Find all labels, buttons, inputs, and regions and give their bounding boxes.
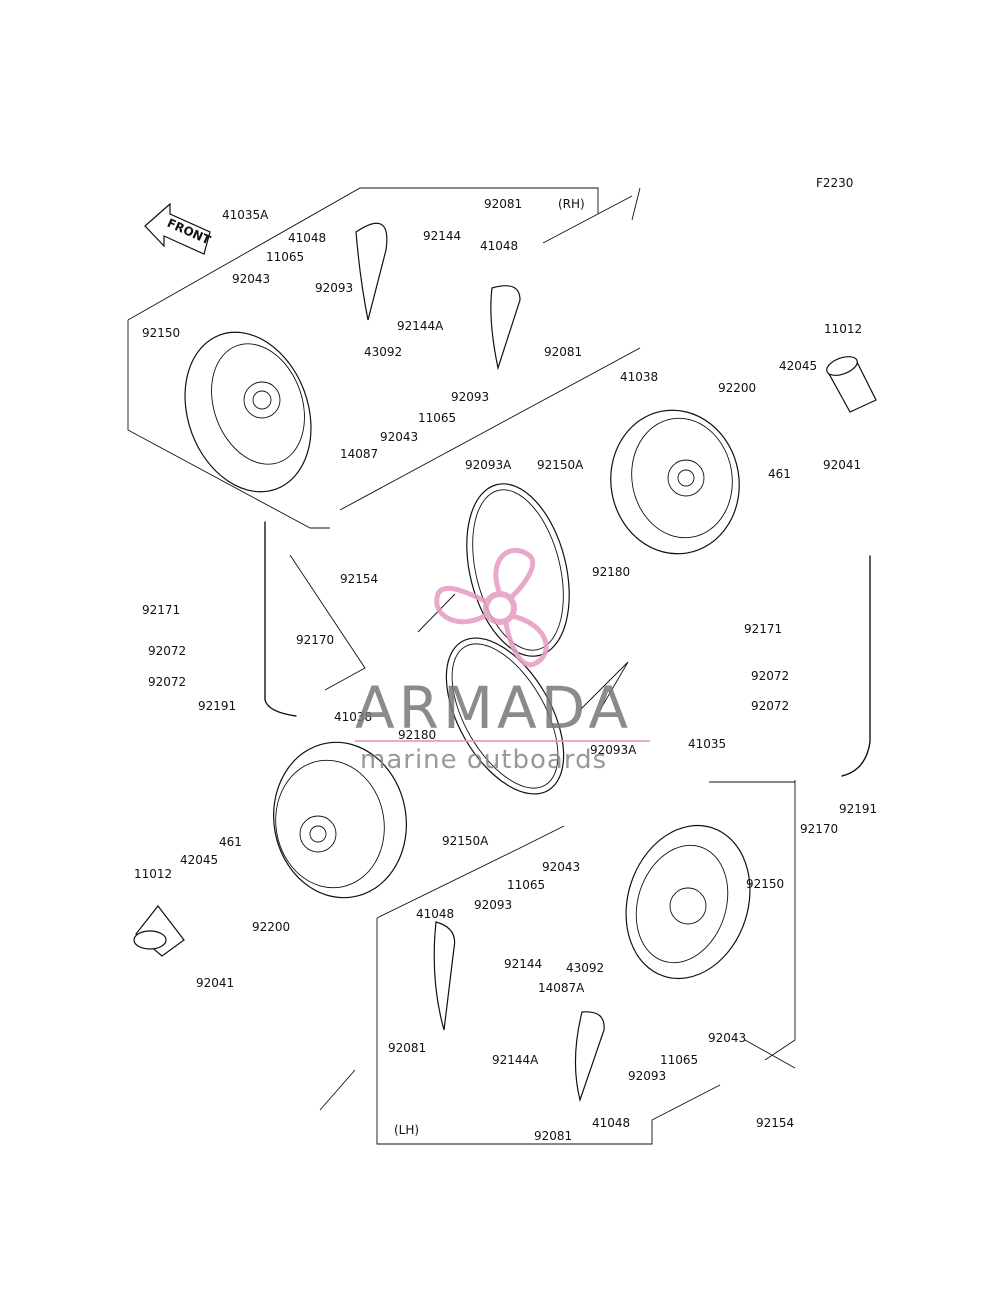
part-label-92081: 92081	[484, 197, 522, 211]
part-label-92150-lh: 92150	[746, 877, 784, 891]
part-label-92072b: 92072	[148, 675, 186, 689]
part-label-92144a: 92144A	[397, 319, 444, 333]
part-label-92093b: 92093	[451, 390, 489, 404]
part-label-461: 461	[768, 467, 791, 481]
lh-seal-ring	[445, 637, 565, 795]
part-label-92093a-lh: 92093A	[590, 743, 637, 757]
part-label-92144-lh: 92144	[504, 957, 542, 971]
part-label-92200-lh: 92200	[252, 920, 290, 934]
part-label-43092: 43092	[364, 345, 402, 359]
part-label-92043b: 92043	[380, 430, 418, 444]
part-label-41048b-lh: 41048	[592, 1116, 630, 1130]
part-label-92191b: 92191	[839, 802, 877, 816]
rh-group-outline	[127, 187, 641, 529]
rh-backing-plate	[184, 331, 312, 493]
part-label-92081b: 92081	[544, 345, 582, 359]
rh-brake-drum	[610, 409, 740, 555]
part-label-92154-lh: 92154	[756, 1116, 794, 1130]
part-label-92200: 92200	[718, 381, 756, 395]
part-label-11012: 11012	[824, 322, 862, 336]
part-label-92093b-lh: 92093	[628, 1069, 666, 1083]
part-label-41048b: 41048	[480, 239, 518, 253]
part-label-92081-lh: 92081	[388, 1041, 426, 1055]
brake-shoes	[355, 222, 605, 1103]
part-label-11065: 11065	[266, 250, 304, 264]
part-label-92150a: 92150A	[537, 458, 584, 472]
part-label-41035: 41035	[688, 737, 726, 751]
propeller-logo-icon	[434, 548, 549, 668]
part-label-92144a-lh: 92144A	[492, 1053, 539, 1067]
part-label-41035a: 41035A	[222, 208, 269, 222]
part-label-14087a: 14087A	[538, 981, 585, 995]
part-label-92072: 92072	[148, 644, 186, 658]
part-label-92154: 92154	[340, 572, 378, 586]
part-label-92043: 92043	[232, 272, 270, 286]
part-label-92150a-lh: 92150A	[442, 834, 489, 848]
rh-hub-cap	[826, 356, 877, 413]
part-label-92043b-lh: 92043	[708, 1031, 746, 1045]
part-label-41048-lh: 41048	[416, 907, 454, 921]
part-label-92171b: 92171	[744, 622, 782, 636]
rh-seal-ring	[466, 483, 570, 657]
part-label-42045-lh: 42045	[180, 853, 218, 867]
part-label-11065b-lh: 11065	[660, 1053, 698, 1067]
lh-part-labels: 92171 92072 92072 92170 92191 41038 9218…	[134, 603, 877, 1143]
side-label-lh: (LH)	[394, 1123, 419, 1137]
lh-hub-cap	[133, 905, 185, 957]
part-label-43092-lh: 43092	[566, 961, 604, 975]
part-label-92144: 92144	[423, 229, 461, 243]
part-label-92093: 92093	[315, 281, 353, 295]
side-label-rh: (RH)	[558, 197, 585, 211]
part-label-92171: 92171	[142, 603, 180, 617]
part-label-14087: 14087	[340, 447, 378, 461]
watermark-brand: ARMADA	[355, 674, 632, 742]
front-arrow-icon: FRONT	[144, 202, 213, 255]
part-label-92043-lh: 92043	[542, 860, 580, 874]
diagram-code: F2230	[816, 176, 853, 190]
lh-group-outline	[376, 780, 796, 1145]
part-label-92180-lh: 92180	[398, 728, 436, 742]
part-label-92150: 92150	[142, 326, 180, 340]
watermark-tagline: marine outboards	[360, 745, 607, 775]
brake-hoses	[264, 521, 871, 777]
part-label-92093-lh: 92093	[474, 898, 512, 912]
part-label-11065b: 11065	[418, 411, 456, 425]
lh-backing-plate	[625, 824, 751, 980]
rh-part-labels: (RH) 41035A 41048 92081 92144 41048 1106…	[142, 197, 862, 586]
part-label-92041-lh: 92041	[196, 976, 234, 990]
watermark: ARMADA marine outboards	[355, 548, 650, 775]
part-label-41038-lh: 41038	[334, 710, 372, 724]
part-label-461-lh: 461	[219, 835, 242, 849]
lh-brake-drum	[273, 741, 407, 899]
part-label-92041: 92041	[823, 458, 861, 472]
part-label-92081b-lh: 92081	[534, 1129, 572, 1143]
part-label-41048: 41048	[288, 231, 326, 245]
part-label-11065-lh: 11065	[507, 878, 545, 892]
part-label-41038: 41038	[620, 370, 658, 384]
part-label-92072c: 92072	[751, 669, 789, 683]
part-label-42045: 42045	[779, 359, 817, 373]
part-label-92191: 92191	[198, 699, 236, 713]
part-label-92093a: 92093A	[465, 458, 512, 472]
part-label-92180: 92180	[592, 565, 630, 579]
guide-lines	[289, 554, 629, 1111]
part-label-92170b: 92170	[800, 822, 838, 836]
part-label-92170: 92170	[296, 633, 334, 647]
part-label-11012-lh: 11012	[134, 867, 172, 881]
part-label-92072d: 92072	[751, 699, 789, 713]
